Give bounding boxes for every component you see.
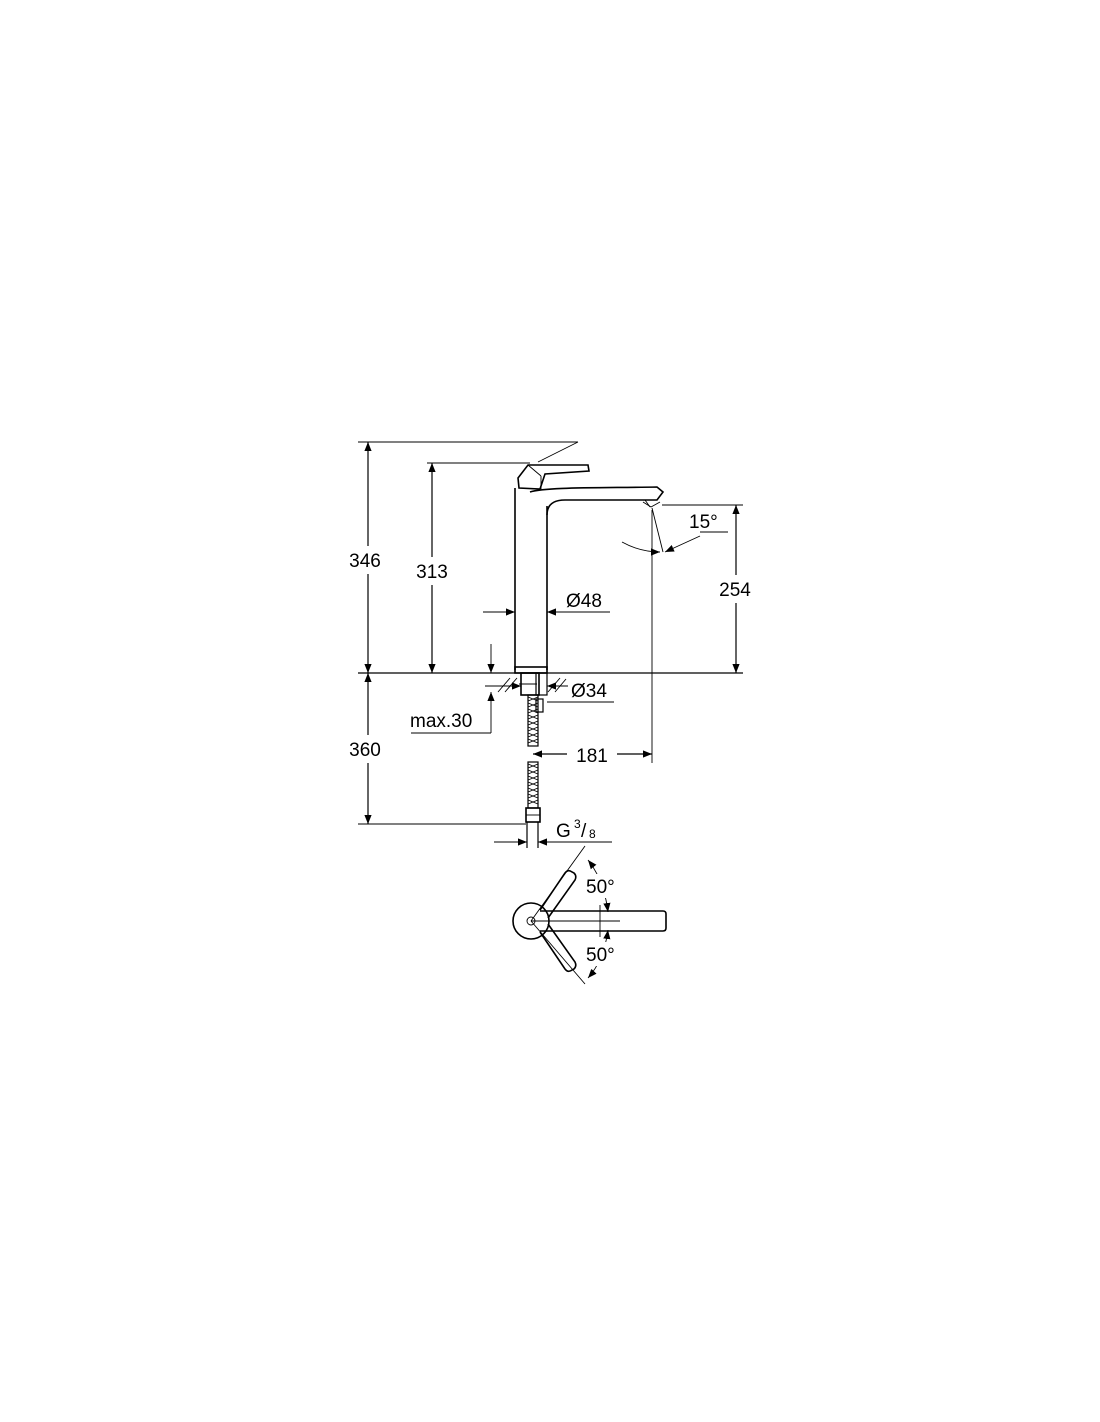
connection-thread-annotation: G 3 / 8: [494, 817, 612, 846]
body-diameter-annotation: Ø48: [483, 591, 610, 616]
rotation-upper-label: 50°: [586, 877, 615, 898]
faucet-top-view: 50° 50°: [512, 845, 667, 985]
diameter-48-label: Ø48: [566, 591, 602, 612]
dim-181-label: 181: [576, 746, 608, 767]
thread-slash: /: [581, 821, 587, 842]
rotation-lower-label: 50°: [586, 945, 615, 966]
hole-diameter-annotation: Ø34: [485, 681, 614, 703]
faucet-side-view: [497, 464, 665, 848]
counter-thickness-annotation: max.30: [410, 644, 495, 734]
diameter-34-label: Ø34: [571, 681, 607, 702]
thread-denominator: 8: [589, 827, 596, 841]
dim-346-label: 346: [349, 551, 381, 572]
dim-313-label: 313: [416, 562, 448, 583]
dim-360-label: 360: [349, 740, 381, 761]
thread-numerator: 3: [574, 817, 581, 831]
dim-254-label: 254: [719, 580, 751, 601]
angle-15-label: 15°: [689, 512, 718, 533]
max-30-label: max.30: [410, 711, 472, 732]
thread-g-label: G: [556, 821, 571, 842]
spout-angle-annotation: 15°: [621, 507, 728, 556]
